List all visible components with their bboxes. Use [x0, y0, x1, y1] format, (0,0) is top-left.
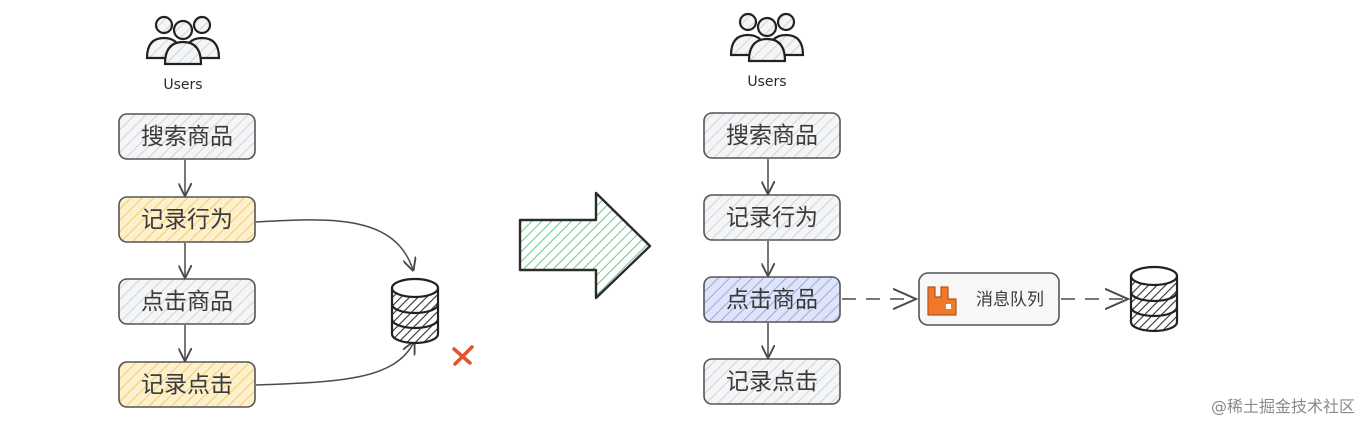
left-step-record-click-label: 记录点击: [141, 372, 233, 398]
right-step-search[interactable]: 搜索商品: [703, 112, 841, 159]
right-step-record-click-label: 记录点击: [726, 369, 818, 395]
right-step-record-behavior[interactable]: 记录行为: [703, 194, 841, 241]
right-users-label: Users: [747, 74, 786, 90]
watermark-text: @稀土掘金技术社区: [1210, 397, 1355, 416]
left-step-click[interactable]: 点击商品: [118, 278, 256, 325]
right-users-icon: [729, 12, 805, 63]
left-step-search-label: 搜索商品: [141, 124, 233, 150]
left-users-label: Users: [163, 77, 202, 93]
right-step-record-behavior-label: 记录行为: [726, 205, 818, 231]
cross-icon: [452, 345, 474, 366]
left-database-icon: [390, 277, 440, 345]
left-step-search[interactable]: 搜索商品: [118, 113, 256, 160]
left-step-record-click[interactable]: 记录点击: [118, 361, 256, 408]
right-database-icon: [1129, 265, 1179, 333]
left-step-record-behavior[interactable]: 记录行为: [118, 196, 256, 243]
left-users-icon: [145, 15, 221, 66]
left-curve-arrow-click: [255, 342, 414, 386]
right-step-click[interactable]: 点击商品: [703, 276, 841, 323]
rabbitmq-icon: [927, 286, 957, 316]
transform-arrow-icon: [518, 191, 652, 300]
right-step-search-label: 搜索商品: [726, 123, 818, 149]
left-curve-arrow-behavior: [255, 219, 413, 270]
left-step-record-behavior-label: 记录行为: [141, 207, 233, 233]
right-step-click-label: 点击商品: [726, 287, 818, 313]
left-step-click-label: 点击商品: [141, 289, 233, 315]
message-queue-node[interactable]: 消息队列: [918, 272, 1060, 326]
message-queue-label: 消息队列: [976, 290, 1044, 310]
right-step-record-click[interactable]: 记录点击: [703, 358, 841, 405]
